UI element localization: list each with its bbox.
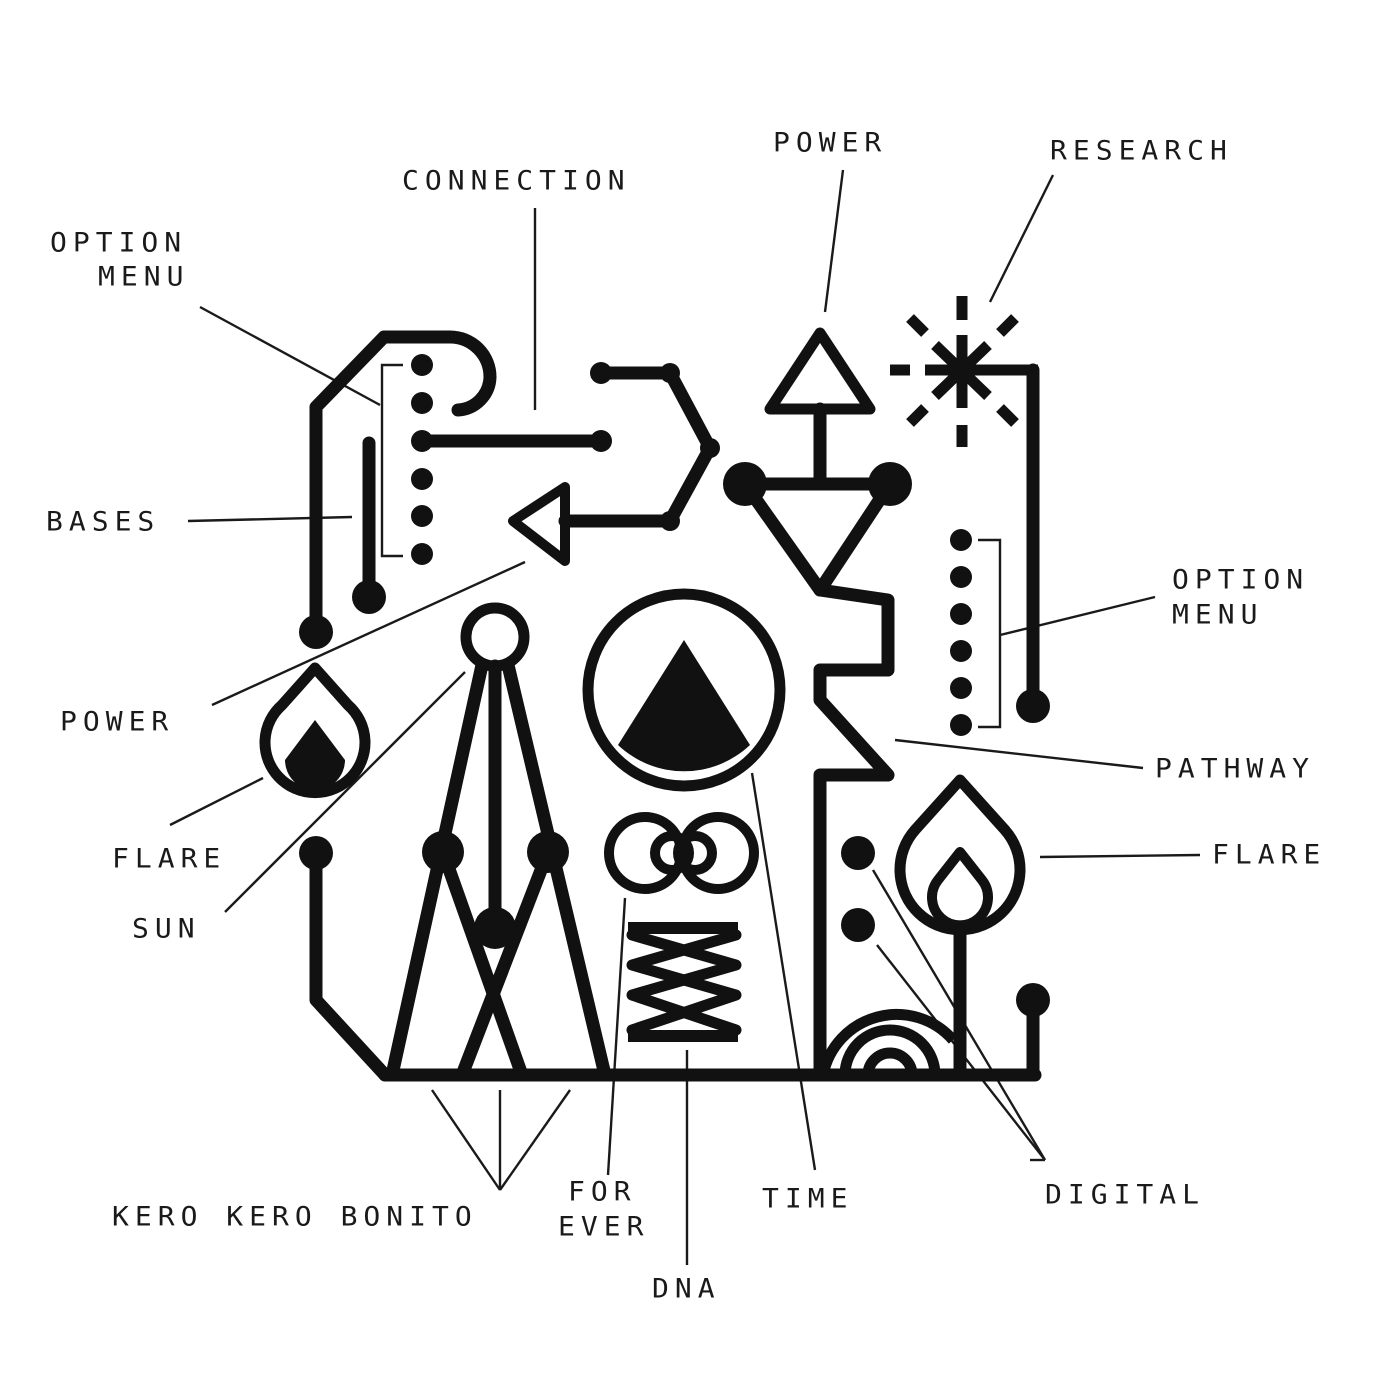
label-kero-kero-bonito: KERO KERO BONITO bbox=[112, 1200, 478, 1233]
label-option-menu-left-line2: MENU bbox=[98, 260, 190, 293]
label-bases: BASES bbox=[46, 505, 161, 538]
label-connection: CONNECTION bbox=[402, 164, 631, 197]
label-for-ever-line2: EVER bbox=[558, 1210, 650, 1243]
left-circuit bbox=[299, 330, 720, 649]
starburst-icon bbox=[890, 296, 1038, 447]
triangle-arrow-left bbox=[508, 482, 570, 566]
label-option-menu-right-line1: OPTION bbox=[1172, 563, 1310, 596]
label-power-top: POWER bbox=[773, 126, 888, 159]
label-sun: SUN bbox=[132, 912, 201, 945]
infinity-rings-icon bbox=[604, 812, 759, 894]
label-pathway: PATHWAY bbox=[1155, 752, 1316, 785]
bracket-right bbox=[978, 538, 1002, 729]
label-research: RESEARCH bbox=[1050, 134, 1233, 167]
label-time: TIME bbox=[762, 1182, 854, 1215]
label-power-left: POWER bbox=[60, 705, 175, 738]
concentric-arches-icon bbox=[817, 1008, 958, 1077]
flame-left-icon bbox=[259, 662, 371, 799]
antenna-tower-icon bbox=[299, 602, 612, 1082]
circle-mountain-icon bbox=[582, 588, 786, 792]
dot-column-left bbox=[411, 354, 433, 565]
bracket-left bbox=[380, 363, 403, 558]
dot-column-right bbox=[950, 529, 972, 736]
label-dna: DNA bbox=[652, 1272, 721, 1305]
triangle-up bbox=[764, 327, 876, 415]
label-digital: DIGITAL bbox=[1045, 1178, 1206, 1211]
label-flare-left: FLARE bbox=[112, 842, 227, 875]
triangle-nodes bbox=[723, 327, 912, 1082]
label-flare-right: FLARE bbox=[1212, 838, 1327, 871]
helix-icon bbox=[626, 922, 742, 1042]
label-for-ever-line1: FOR bbox=[568, 1175, 637, 1208]
label-option-menu-left-line1: OPTION bbox=[50, 226, 188, 259]
flame-right-icon bbox=[894, 774, 1026, 1082]
label-option-menu-right-line2: MENU bbox=[1172, 598, 1264, 631]
